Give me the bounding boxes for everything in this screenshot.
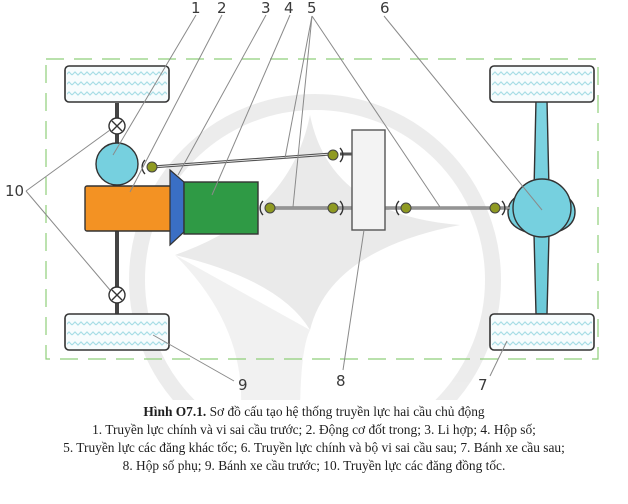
callout-10: 10 [5,182,24,200]
callout-7: 7 [478,376,488,394]
callout-2: 2 [217,0,227,17]
figure-caption: Hình O7.1. Sơ đồ cấu tạo hệ thống truyền… [0,403,628,475]
callout-1: 1 [191,0,201,17]
u-joint-icon [141,159,158,175]
watermark-logo [129,94,501,400]
rear-left-wheel [489,65,595,103]
drivetrain-diagram: 1 2 3 4 5 6 7 8 9 10 [5,0,599,400]
figure-title: Sơ đồ cấu tạo hệ thống truyền lực hai cầ… [206,404,485,419]
callout-8: 8 [336,372,346,390]
caption-legend-line-2: 5. Truyền lực các đăng khác tốc; 6. Truy… [63,440,565,455]
u-joint-icon [395,200,412,216]
callout-9: 9 [238,376,248,394]
cv-joint-lower-icon [108,286,126,304]
u-joint-icon [327,147,344,163]
cv-joint-upper-icon [108,117,126,135]
engine [84,185,173,232]
caption-legend-line-3: 8. Hộp số phụ; 9. Bánh xe cầu trước; 10.… [122,458,506,473]
callout-6: 6 [380,0,390,17]
front-left-wheel [64,65,170,103]
gearbox [183,181,259,235]
callout-3: 3 [261,0,271,17]
transfer-case [351,129,386,231]
callout-4: 4 [284,0,294,17]
rear-differential [512,178,572,238]
caption-title: Hình O7.1. Sơ đồ cấu tạo hệ thống truyền… [0,403,628,421]
u-joint-icon [489,200,506,216]
front-propeller-shaft-inner [151,153,332,168]
caption-legend-line-1: 1. Truyền lực chính và vi sai cầu trước;… [92,422,536,437]
figure-label: Hình O7.1. [143,404,207,419]
u-joint-icon [259,200,276,216]
u-joint-icon [327,200,344,216]
rear-right-wheel [489,313,595,351]
front-right-wheel [64,313,170,351]
clutch [169,168,185,247]
callout-5: 5 [307,0,317,17]
front-differential [95,142,139,186]
universal-joints [141,147,506,216]
frame-dashed-border [45,58,599,360]
leader-lines [25,14,543,382]
